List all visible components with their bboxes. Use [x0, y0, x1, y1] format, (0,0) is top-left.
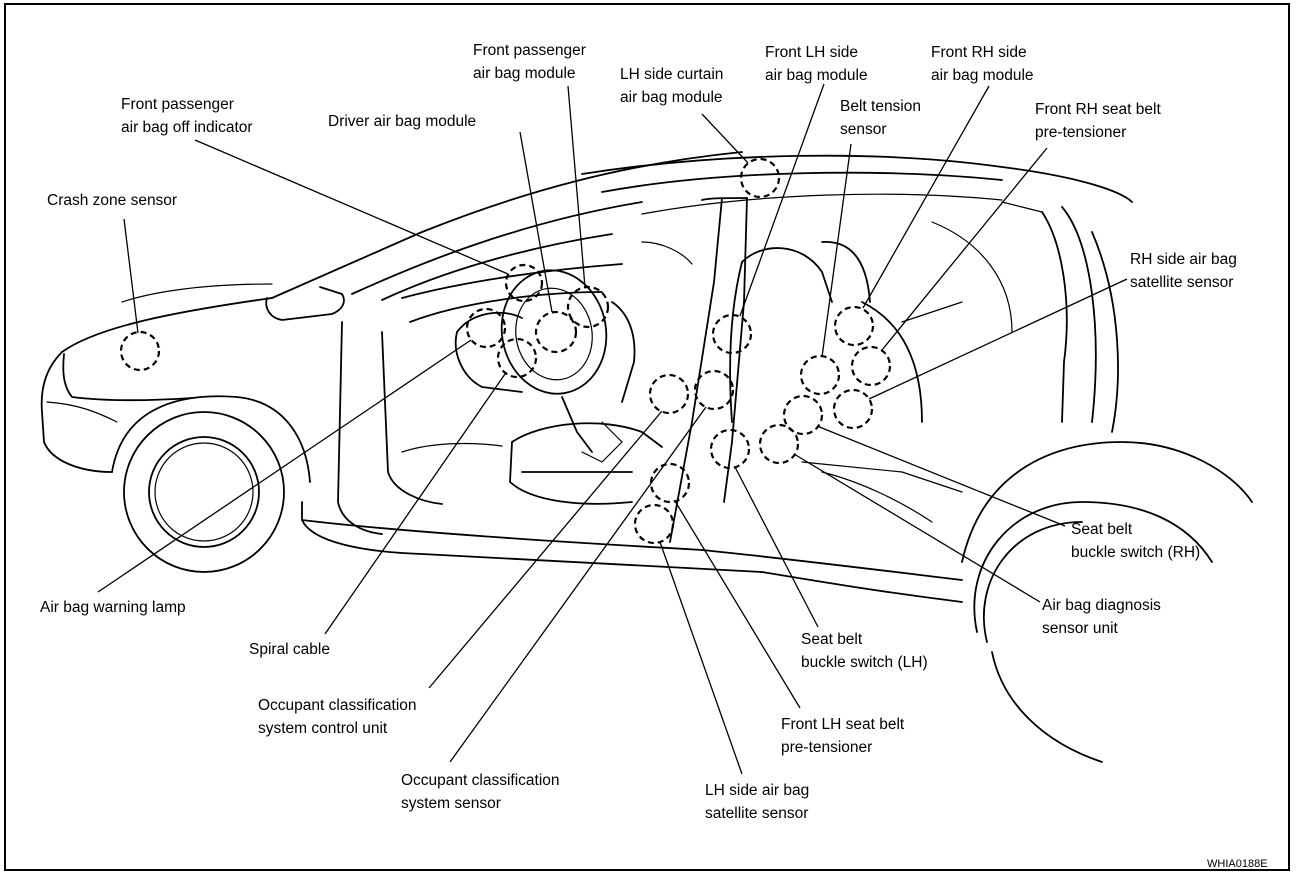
marker-occupant-classification-system-sensor: [693, 369, 735, 411]
car-illustration: [40, 151, 1253, 763]
marker-front-lh-seat-belt-pre-tensioner: [649, 462, 691, 504]
label-spiral-cable: Spiral cable: [249, 641, 330, 658]
label-seat-belt-buckle-switch-rh: Seat belt buckle switch (RH): [1071, 521, 1200, 561]
label-occupant-classification-system-control-unit: Occupant classification system control u…: [258, 697, 421, 737]
label-occupant-classification-system-sensor: Occupant classification system sensor: [401, 772, 564, 812]
marker-front-rh-side-air-bag-module: [833, 305, 875, 347]
label-lh-side-curtain-air-bag-module: LH side curtain air bag module: [620, 66, 728, 106]
airbag-component-diagram: Front passenger air bag off indicator Cr…: [40, 42, 1268, 870]
label-air-bag-diagnosis-sensor-unit: Air bag diagnosis sensor unit: [1042, 597, 1165, 637]
label-front-rh-seat-belt-pre-tensioner: Front RH seat belt pre-tensioner: [1035, 101, 1165, 141]
marker-lh-side-curtain-air-bag-module: [739, 157, 781, 199]
marker-seat-belt-buckle-switch-lh: [709, 428, 751, 470]
marker-air-bag-diagnosis-sensor-unit: [758, 423, 800, 465]
marker-front-passenger-air-bag-off-indicator: [504, 263, 544, 303]
label-front-passenger-air-bag-module: Front passenger air bag module: [473, 42, 590, 82]
label-crash-zone-sensor: Crash zone sensor: [47, 192, 177, 209]
label-belt-tension-sensor: Belt tension sensor: [840, 98, 925, 138]
label-rh-side-air-bag-satellite-sensor: RH side air bag satellite sensor: [1130, 251, 1241, 291]
label-front-passenger-air-bag-off-indicator: Front passenger air bag off indicator: [121, 96, 253, 136]
label-front-rh-side-air-bag-module: Front RH side air bag module: [931, 44, 1034, 84]
marker-crash-zone-sensor: [119, 330, 161, 372]
label-driver-air-bag-module: Driver air bag module: [328, 113, 476, 130]
leader-lines: [97, 83, 1128, 775]
marker-front-rh-seat-belt-pre-tensioner: [850, 345, 892, 387]
marker-occupant-classification-system-control-unit: [648, 373, 690, 415]
marker-rh-side-air-bag-satellite-sensor: [832, 388, 874, 430]
label-front-lh-side-air-bag-module: Front LH side air bag module: [765, 44, 868, 84]
marker-front-lh-side-air-bag-module: [711, 313, 753, 355]
marker-spiral-cable: [496, 337, 538, 379]
diagram-frame: Front passenger air bag off indicator Cr…: [4, 3, 1290, 871]
marker-driver-air-bag-module: [534, 310, 578, 354]
marker-lh-side-air-bag-satellite-sensor: [633, 503, 675, 545]
figure-code: WHIA0188E: [1207, 858, 1268, 870]
label-air-bag-warning-lamp: Air bag warning lamp: [40, 599, 186, 616]
component-labels: Front passenger air bag off indicator Cr…: [40, 42, 1268, 870]
marker-air-bag-warning-lamp: [465, 307, 507, 349]
label-lh-side-air-bag-satellite-sensor: LH side air bag satellite sensor: [705, 782, 814, 822]
marker-belt-tension-sensor: [799, 354, 841, 396]
label-seat-belt-buckle-switch-lh: Seat belt buckle switch (LH): [801, 631, 928, 671]
label-front-lh-seat-belt-pre-tensioner: Front LH seat belt pre-tensioner: [781, 716, 909, 756]
marker-front-passenger-air-bag-module: [566, 285, 610, 329]
marker-seat-belt-buckle-switch-rh: [782, 394, 824, 436]
component-markers: [119, 157, 892, 545]
